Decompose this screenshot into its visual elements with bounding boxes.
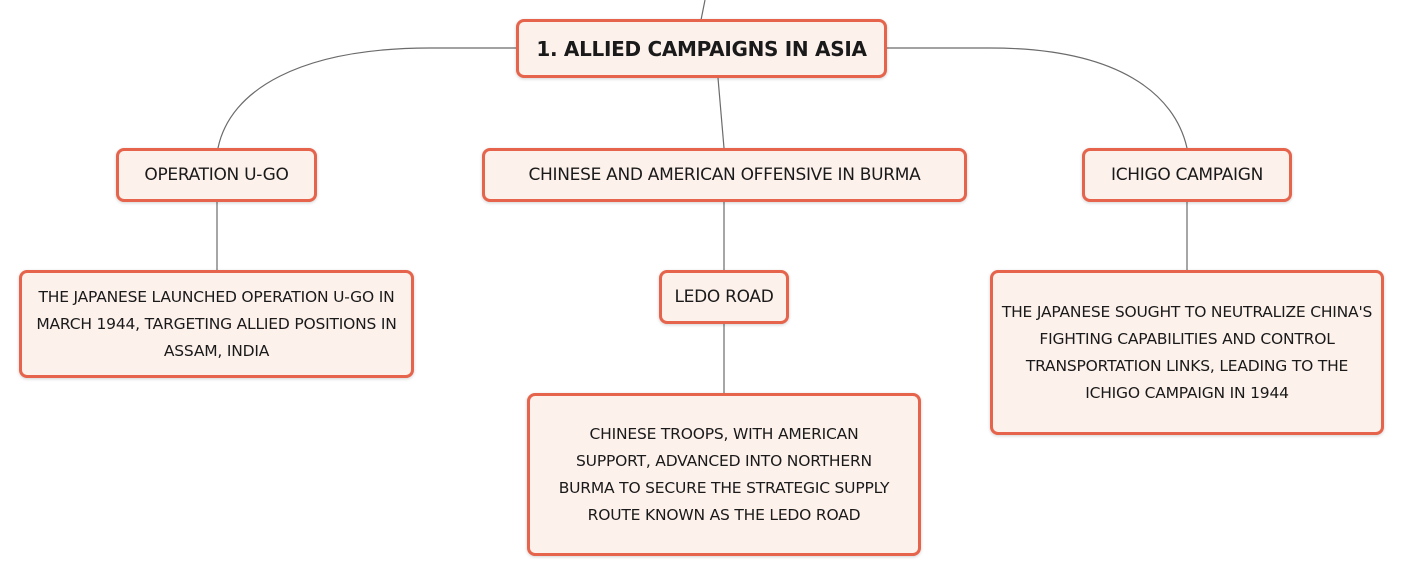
node-ichigo-campaign[interactable]: ICHIGO CAMPAIGN (1082, 148, 1292, 202)
root-node-label: 1. ALLIED CAMPAIGNS IN ASIA (536, 36, 867, 61)
node-ledo-road-label: LEDO ROAD (674, 287, 774, 307)
node-ledo-road-detail-text: CHINESE TROOPS, WITH AMERICAN SUPPORT, A… (558, 424, 890, 524)
connector-root-to-operation-u-go (217, 47, 516, 149)
node-operation-u-go-label: OPERATION U-GO (144, 165, 289, 185)
node-ichigo-campaign-label: ICHIGO CAMPAIGN (1110, 165, 1263, 185)
node-ledo-road-detail[interactable]: CHINESE TROOPS, WITH AMERICAN SUPPORT, A… (527, 393, 921, 556)
node-operation-u-go-detail-text: THE JAPANESE LAUNCHED OPERATION U-GO IN … (36, 287, 397, 360)
node-ichigo-campaign-detail-text: THE JAPANESE SOUGHT TO NEUTRALIZE CHINA'… (1001, 302, 1373, 402)
node-ichigo-campaign-detail[interactable]: THE JAPANESE SOUGHT TO NEUTRALIZE CHINA'… (990, 270, 1384, 435)
root-node[interactable]: 1. ALLIED CAMPAIGNS IN ASIA (516, 19, 887, 78)
node-burma-offensive[interactable]: CHINESE AND AMERICAN OFFENSIVE IN BURMA (482, 148, 967, 202)
connector-root-to-burma-offensive (717, 77, 725, 149)
connector-root-to-ichigo (886, 47, 1188, 149)
connector-incoming (700, 0, 706, 21)
node-burma-offensive-label: CHINESE AND AMERICAN OFFENSIVE IN BURMA (528, 165, 921, 185)
node-operation-u-go[interactable]: OPERATION U-GO (116, 148, 317, 202)
node-ledo-road[interactable]: LEDO ROAD (659, 270, 789, 324)
node-operation-u-go-detail[interactable]: THE JAPANESE LAUNCHED OPERATION U-GO IN … (19, 270, 414, 378)
